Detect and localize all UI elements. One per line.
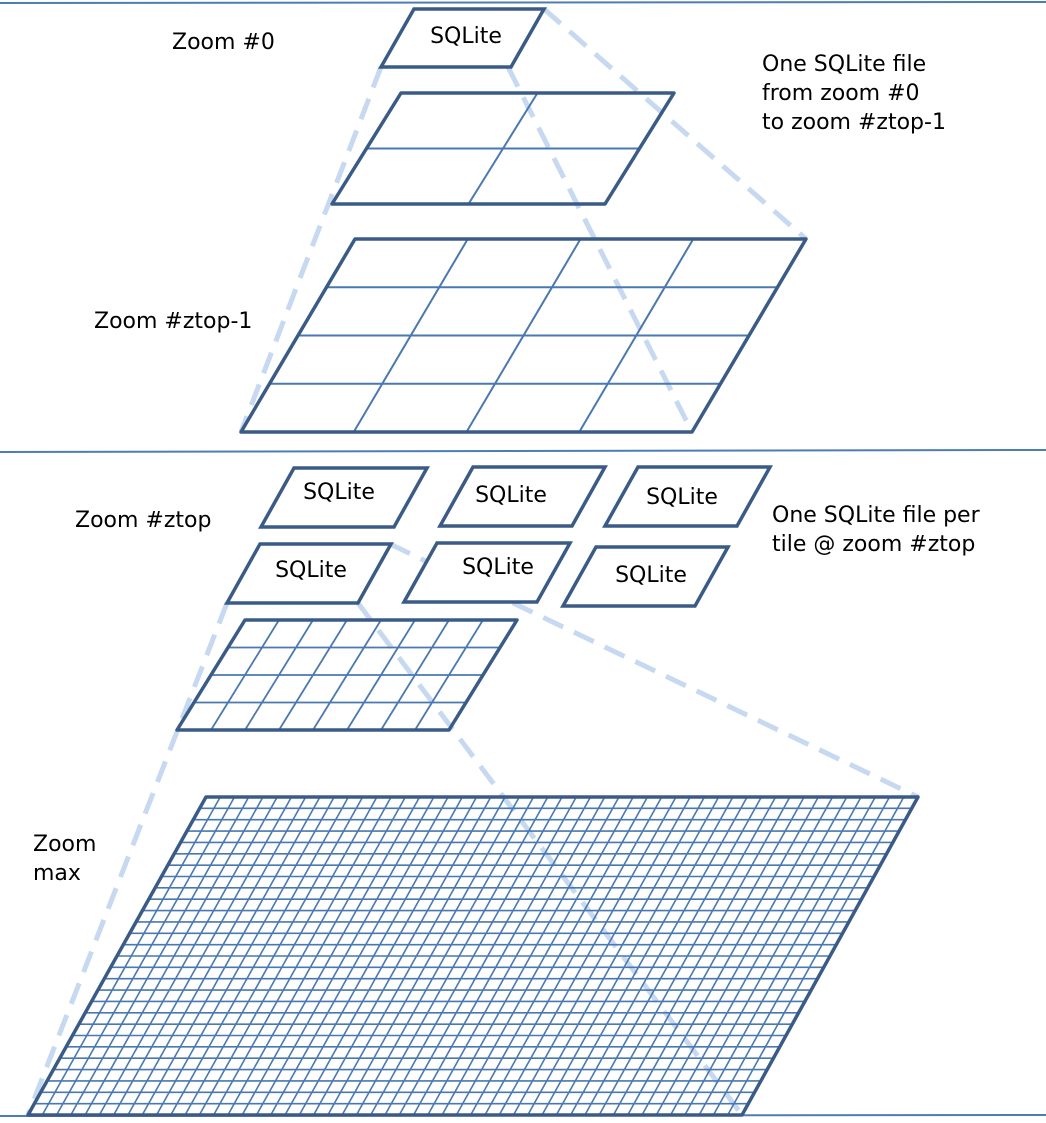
- projection-line: [542, 7, 808, 241]
- zoom-max-label-line: Zoom: [33, 832, 96, 857]
- top-note-line: from zoom #0: [762, 81, 920, 106]
- top-border-line: [0, 1, 1046, 4]
- ztop-sqlite-tile: [258, 466, 430, 529]
- zoom-ztop-minus1-label: Zoom #ztop-1: [94, 309, 252, 334]
- zoom0-tile-label: SQLite: [430, 24, 502, 49]
- projection-line: [505, 65, 695, 434]
- bottom-note-line: tile @ zoom #ztop: [772, 532, 975, 557]
- ztop-tile-label: SQLite: [275, 558, 347, 583]
- projection-line: [388, 541, 920, 800]
- projection-line: [25, 602, 230, 1116]
- grid-outline: [26, 795, 920, 1117]
- grid-outline: [330, 91, 676, 206]
- ztop-tile-label: SQLite: [462, 555, 534, 580]
- projection-lines: [25, 7, 920, 1117]
- ztop-sqlite-tile: [401, 541, 573, 604]
- ztop-tile-label: SQLite: [646, 485, 718, 510]
- top-note-line: to zoom #ztop-1: [762, 110, 946, 135]
- zoom-level-1-grid: [330, 91, 676, 206]
- zoom-max-grid: [26, 795, 920, 1117]
- zoom0-label: Zoom #0: [172, 30, 275, 55]
- zoom-ztop-label: Zoom #ztop: [75, 508, 211, 533]
- projection-line: [356, 601, 744, 1117]
- grid-outline: [175, 618, 519, 732]
- section-separator-line: [0, 449, 1046, 453]
- ztop-tiles: [224, 465, 773, 608]
- grid-outline: [239, 237, 808, 434]
- ztop-tile-label: SQLite: [303, 480, 375, 505]
- projection-line: [238, 66, 384, 433]
- ztop-tile-label: SQLite: [475, 483, 547, 508]
- ztop-sqlite-tile: [437, 465, 608, 528]
- ztop-sqlite-tile: [602, 465, 773, 528]
- top-note-line: One SQLite file: [762, 52, 926, 77]
- ztop-sqlite-tile: [560, 545, 731, 608]
- ztop-tile-label: SQLite: [615, 563, 687, 588]
- zoom-ztop-minus1-grid: [239, 237, 808, 434]
- zoom-ztop-plus1-grid: [175, 618, 519, 732]
- zoom-max-label-line: max: [33, 861, 81, 886]
- ztop-sqlite-tile: [224, 542, 394, 605]
- zoom0-sqlite-tile: [377, 7, 548, 69]
- bottom-note-line: One SQLite file per: [772, 503, 981, 528]
